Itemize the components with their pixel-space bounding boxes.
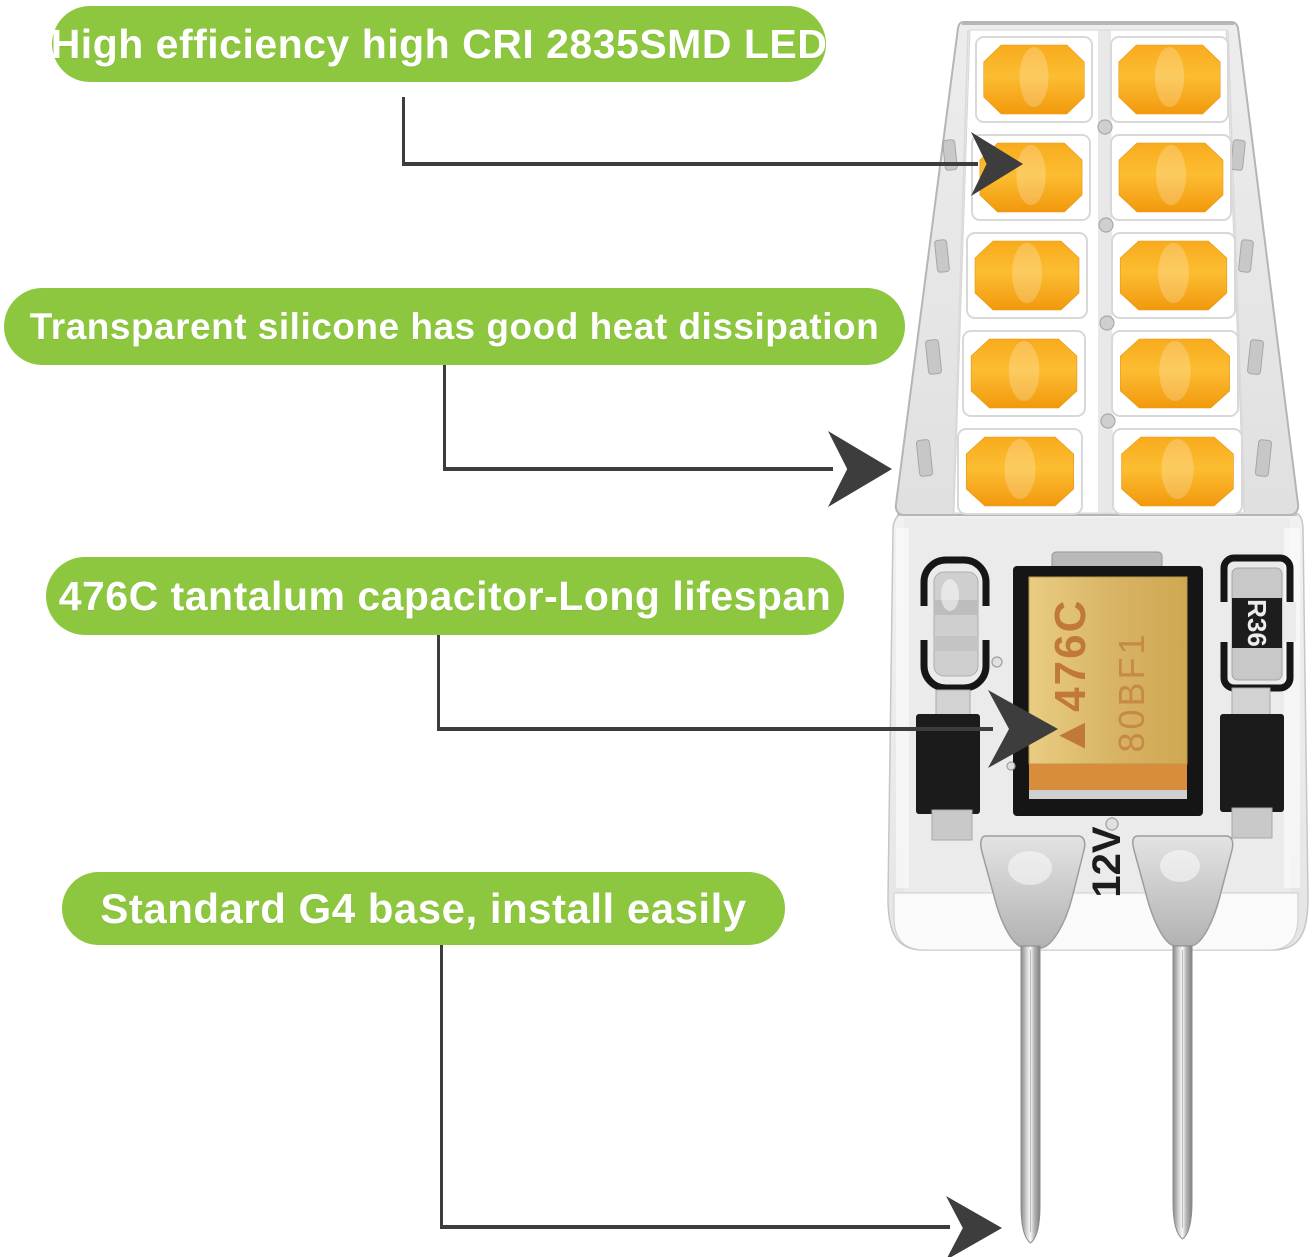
capacitor-marking: ▲476C bbox=[1046, 599, 1095, 758]
resistor-code: R36 bbox=[1242, 599, 1272, 647]
callout-line-capacitor-vertical bbox=[437, 635, 440, 730]
callout-line-led-vertical bbox=[402, 97, 405, 165]
pin-left bbox=[1020, 945, 1041, 1244]
callout-line-silicone-horizontal bbox=[443, 467, 833, 471]
voltage-marking: 12V bbox=[1085, 826, 1129, 897]
diode-left bbox=[916, 689, 980, 841]
callout-line-capacitor-horizontal bbox=[437, 727, 993, 731]
resistor-component: R36 bbox=[1218, 554, 1296, 692]
callout-label-silicone: Transparent silicone has good heat dissi… bbox=[29, 305, 880, 347]
inductor-component bbox=[918, 556, 992, 692]
callout-pill-silicone: Transparent silicone has good heat dissi… bbox=[4, 288, 905, 365]
diode-right bbox=[1220, 687, 1284, 839]
callout-label-led: High efficiency high CRI 2835SMD LED bbox=[50, 20, 828, 67]
callout-line-base-horizontal bbox=[440, 1225, 950, 1229]
g4-bulb-photo: ▲476C 80BF1 R36 bbox=[887, 21, 1309, 1244]
callout-label-capacitor: 476C tantalum capacitor-Long lifespan bbox=[58, 572, 832, 619]
pcb-vias bbox=[991, 656, 1185, 858]
callout-label-base: Standard G4 base, install easily bbox=[100, 884, 747, 932]
capacitor-code: 80BF1 bbox=[1111, 631, 1152, 752]
callout-line-led-horizontal bbox=[402, 162, 978, 166]
pcb-center-divider bbox=[1098, 30, 1113, 513]
callout-pill-led: High efficiency high CRI 2835SMD LED bbox=[50, 6, 828, 82]
side-led-electrodes bbox=[915, 139, 1273, 477]
callout-pill-capacitor: 476C tantalum capacitor-Long lifespan bbox=[46, 557, 844, 635]
callout-line-base-vertical bbox=[440, 944, 443, 1227]
divider-vias bbox=[1097, 119, 1116, 429]
pin-right bbox=[1172, 945, 1193, 1240]
callout-pill-base: Standard G4 base, install easily bbox=[62, 872, 785, 945]
callout-line-silicone-vertical bbox=[443, 364, 446, 470]
tantalum-capacitor: ▲476C 80BF1 bbox=[1013, 551, 1203, 816]
